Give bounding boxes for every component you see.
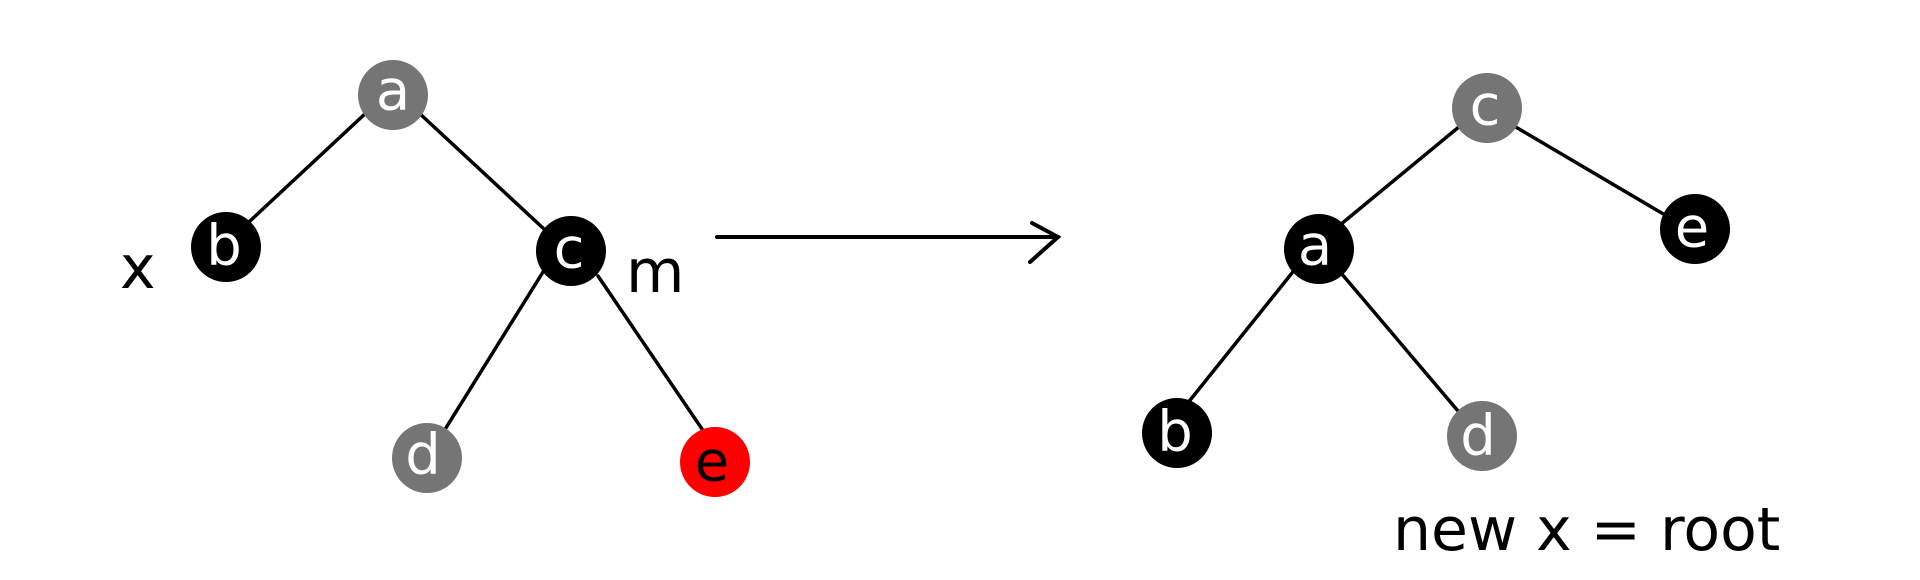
edge-c-d <box>442 270 545 433</box>
edge-a-d <box>1339 271 1460 413</box>
before-node-d: d <box>392 423 462 493</box>
edge-c-e <box>1512 124 1667 217</box>
after-node-c: c <box>1452 73 1522 143</box>
node-label-e: e <box>1675 196 1709 261</box>
node-label-b: b <box>206 214 242 279</box>
node-circle <box>358 60 428 130</box>
node-circle <box>680 427 750 497</box>
node-label-d: d <box>405 423 441 488</box>
after-node-a: a <box>1284 214 1354 284</box>
node-label-d: d <box>1460 404 1496 469</box>
edge-c-a <box>1338 124 1462 227</box>
before-edges <box>248 110 704 433</box>
after-tree: c a e b d new x = root <box>1142 73 1780 565</box>
node-circle <box>1447 401 1517 471</box>
node-circle <box>1142 398 1212 468</box>
node-circle <box>392 423 462 493</box>
node-label-e: e <box>695 430 729 495</box>
node-circle <box>191 212 261 282</box>
edge-a-c <box>416 110 546 231</box>
node-circle <box>1284 214 1354 284</box>
node-label-a: a <box>1298 214 1332 279</box>
arrow-head <box>1028 221 1062 264</box>
x-annotation: x <box>120 233 156 303</box>
before-node-b: b <box>191 212 261 282</box>
node-circle <box>1660 194 1730 264</box>
after-node-b: b <box>1142 398 1212 468</box>
before-node-a: a <box>358 59 428 130</box>
node-circle <box>1452 73 1522 143</box>
before-node-c: c <box>536 216 606 286</box>
node-label-c: c <box>1470 74 1501 139</box>
before-node-e: e <box>680 427 750 497</box>
before-tree: a b c d e x m <box>120 59 750 497</box>
node-label-a: a <box>376 59 410 124</box>
node-label-b: b <box>1157 400 1193 465</box>
node-label-c: c <box>554 217 585 282</box>
transform-arrow <box>715 221 1062 264</box>
node-circle <box>536 216 606 286</box>
after-node-e: e <box>1660 194 1730 264</box>
edge-a-b <box>1185 266 1298 406</box>
m-annotation: m <box>626 237 684 307</box>
new-x-root-caption: new x = root <box>1393 495 1780 565</box>
edge-c-e <box>596 274 704 431</box>
edge-a-b <box>248 110 369 223</box>
after-node-d: d <box>1447 401 1517 471</box>
after-edges <box>1185 124 1667 413</box>
